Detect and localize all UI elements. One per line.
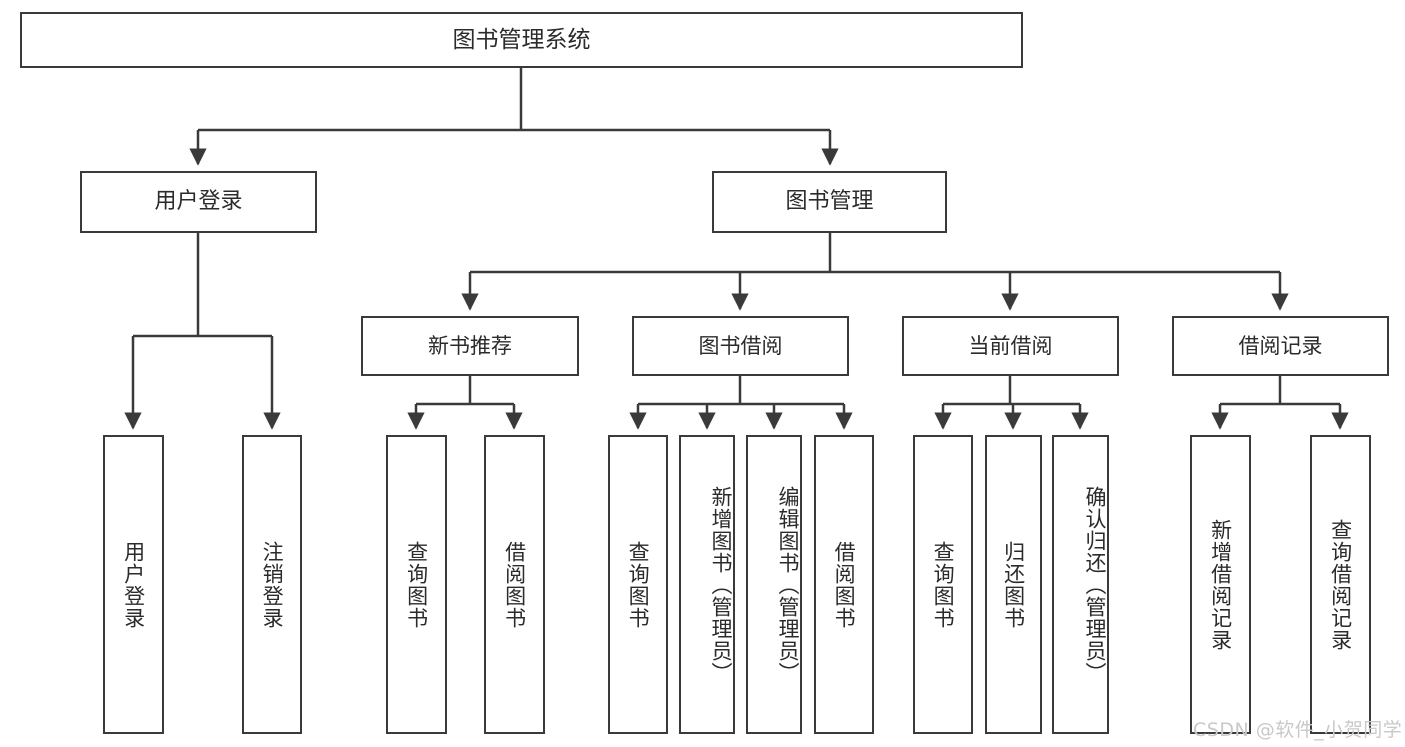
leaf-confirm-return-admin[interactable]: 确认归还（管理员） (1052, 435, 1109, 734)
leaf-logout-label: 注销登录 (260, 540, 285, 629)
leaf-query-borrow-record[interactable]: 查询借阅记录 (1310, 435, 1371, 734)
leaf-borrow-book-label: 借阅图书 (832, 540, 857, 629)
node-root[interactable]: 图书管理系统 (20, 12, 1023, 68)
node-new-book-recommend-label: 新书推荐 (428, 333, 512, 358)
node-book-management[interactable]: 图书管理 (712, 171, 947, 233)
leaf-query-book-current-label: 查询图书 (931, 540, 956, 629)
csdn-watermark: CSDN @软件_小贺同学 (1193, 719, 1403, 741)
leaf-add-book-admin-label: 新增图书（管理员） (709, 485, 733, 684)
leaf-borrow-book-recommend-label: 借阅图书 (502, 540, 527, 629)
leaf-confirm-return-admin-label: 确认归还（管理员） (1083, 485, 1107, 684)
node-current-borrow-label: 当前借阅 (968, 333, 1053, 358)
leaf-query-book-borrow-label: 查询图书 (626, 540, 651, 629)
leaf-edit-book-admin[interactable]: 编辑图书（管理员） (746, 435, 802, 734)
leaf-query-borrow-record-label: 查询借阅记录 (1328, 518, 1353, 651)
leaf-query-book-borrow[interactable]: 查询图书 (608, 435, 668, 734)
leaf-borrow-book[interactable]: 借阅图书 (814, 435, 874, 734)
node-borrow-record-label: 借阅记录 (1238, 333, 1323, 358)
leaf-borrow-book-recommend[interactable]: 借阅图书 (484, 435, 545, 734)
node-new-book-recommend[interactable]: 新书推荐 (361, 316, 579, 376)
node-root-label: 图书管理系统 (452, 26, 591, 53)
leaf-user-login[interactable]: 用户登录 (103, 435, 164, 734)
leaf-edit-book-admin-label: 编辑图书（管理员） (776, 485, 800, 684)
leaf-return-book-label: 归还图书 (1001, 540, 1026, 629)
node-borrow-record[interactable]: 借阅记录 (1172, 316, 1389, 376)
leaf-logout[interactable]: 注销登录 (242, 435, 302, 734)
node-book-borrow[interactable]: 图书借阅 (632, 316, 849, 376)
node-user-login[interactable]: 用户登录 (80, 171, 317, 233)
node-user-login-label: 用户登录 (154, 189, 243, 215)
leaf-query-book-recommend[interactable]: 查询图书 (386, 435, 447, 734)
leaf-query-book-recommend-label: 查询图书 (404, 540, 429, 629)
leaf-query-book-current[interactable]: 查询图书 (913, 435, 973, 734)
leaf-user-login-label: 用户登录 (121, 540, 146, 629)
leaf-add-borrow-record-label: 新增借阅记录 (1208, 518, 1233, 651)
node-book-management-label: 图书管理 (785, 189, 874, 215)
leaf-add-book-admin[interactable]: 新增图书（管理员） (679, 435, 735, 734)
node-current-borrow[interactable]: 当前借阅 (902, 316, 1119, 376)
leaf-add-borrow-record[interactable]: 新增借阅记录 (1190, 435, 1251, 734)
leaf-return-book[interactable]: 归还图书 (985, 435, 1042, 734)
node-book-borrow-label: 图书借阅 (698, 333, 783, 358)
